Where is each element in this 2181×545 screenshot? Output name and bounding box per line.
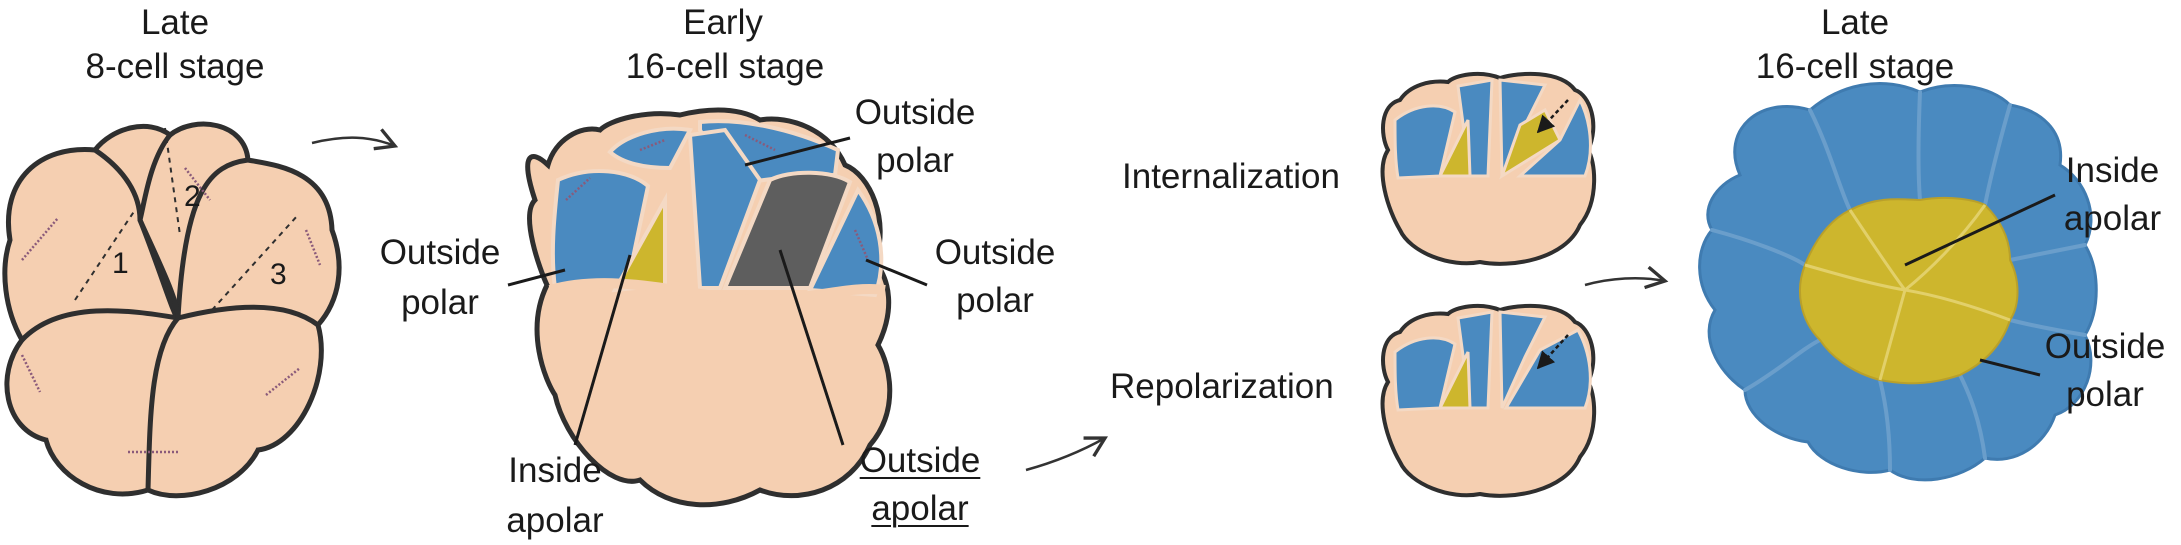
late-8-cell-title-line2: 8-cell stage xyxy=(85,47,265,86)
late-8-cell-embryo xyxy=(2,121,342,499)
late-16-cell-title-line1: Late xyxy=(1820,3,1890,42)
label-outside-polar-top-2: polar xyxy=(876,141,954,180)
spindle-icon xyxy=(20,167,322,454)
label-inside-apolar-2: apolar xyxy=(506,501,604,540)
outside-apolar-cell xyxy=(722,170,853,290)
early16-pointer-lines xyxy=(507,136,928,446)
label-outside-polar-left-2: polar xyxy=(401,283,479,322)
spindle-icon xyxy=(565,133,870,261)
label-repolarization: Repolarization xyxy=(1110,367,1334,406)
early-16-cell-title-line2: 16-cell stage xyxy=(625,47,825,86)
arrow-icon xyxy=(311,128,399,151)
cell-number-2: 2 xyxy=(184,180,201,213)
cell-boundaries xyxy=(19,132,321,493)
outside-polar-cell-upper xyxy=(607,126,694,171)
label-outside-polar-left-1: Outside xyxy=(379,233,501,272)
cell-number-3: 3 xyxy=(270,258,287,291)
arrow-icon xyxy=(1584,265,1669,290)
label-late-outside-polar-1: Outside xyxy=(2044,327,2166,366)
cell-boundaries xyxy=(1710,90,2087,472)
label-inside-apolar-1: Inside xyxy=(508,451,602,490)
outside-polar-cell-mid xyxy=(687,127,763,290)
repolarization-embryo xyxy=(1380,303,1597,498)
arrow-icon xyxy=(1025,436,1108,472)
division-planes xyxy=(74,127,299,311)
dashed-arrow-icon xyxy=(1536,334,1569,370)
dashed-arrow-icon xyxy=(1536,99,1569,134)
late-8-cell-title-line1: Late xyxy=(140,3,210,42)
label-outside-polar-right-2: polar xyxy=(956,281,1034,320)
label-late-inside-apolar-2: apolar xyxy=(2063,199,2162,238)
late16-pointer-lines xyxy=(1904,193,2056,377)
label-late-outside-polar-2: polar xyxy=(2066,375,2144,414)
late-16-cell-embryo xyxy=(1698,82,2098,482)
early-16-cell-title-line1: Early xyxy=(683,3,763,42)
label-late-inside-apolar-1: Inside xyxy=(2065,151,2160,190)
cell-number-1: 1 xyxy=(112,247,129,280)
internalization-embryo xyxy=(1380,71,1597,266)
late-16-cell-title-line2: 16-cell stage xyxy=(1755,47,1955,86)
label-outside-polar-right-1: Outside xyxy=(934,233,1056,272)
inner-cell-boundaries xyxy=(1804,204,2011,381)
label-outside-apolar-2: apolar xyxy=(871,489,969,528)
early-16-cell-embryo xyxy=(525,107,893,508)
label-outside-polar-top-1: Outside xyxy=(854,93,976,132)
label-internalization: Internalization xyxy=(1122,157,1340,196)
label-outside-apolar-1: Outside xyxy=(859,441,981,480)
